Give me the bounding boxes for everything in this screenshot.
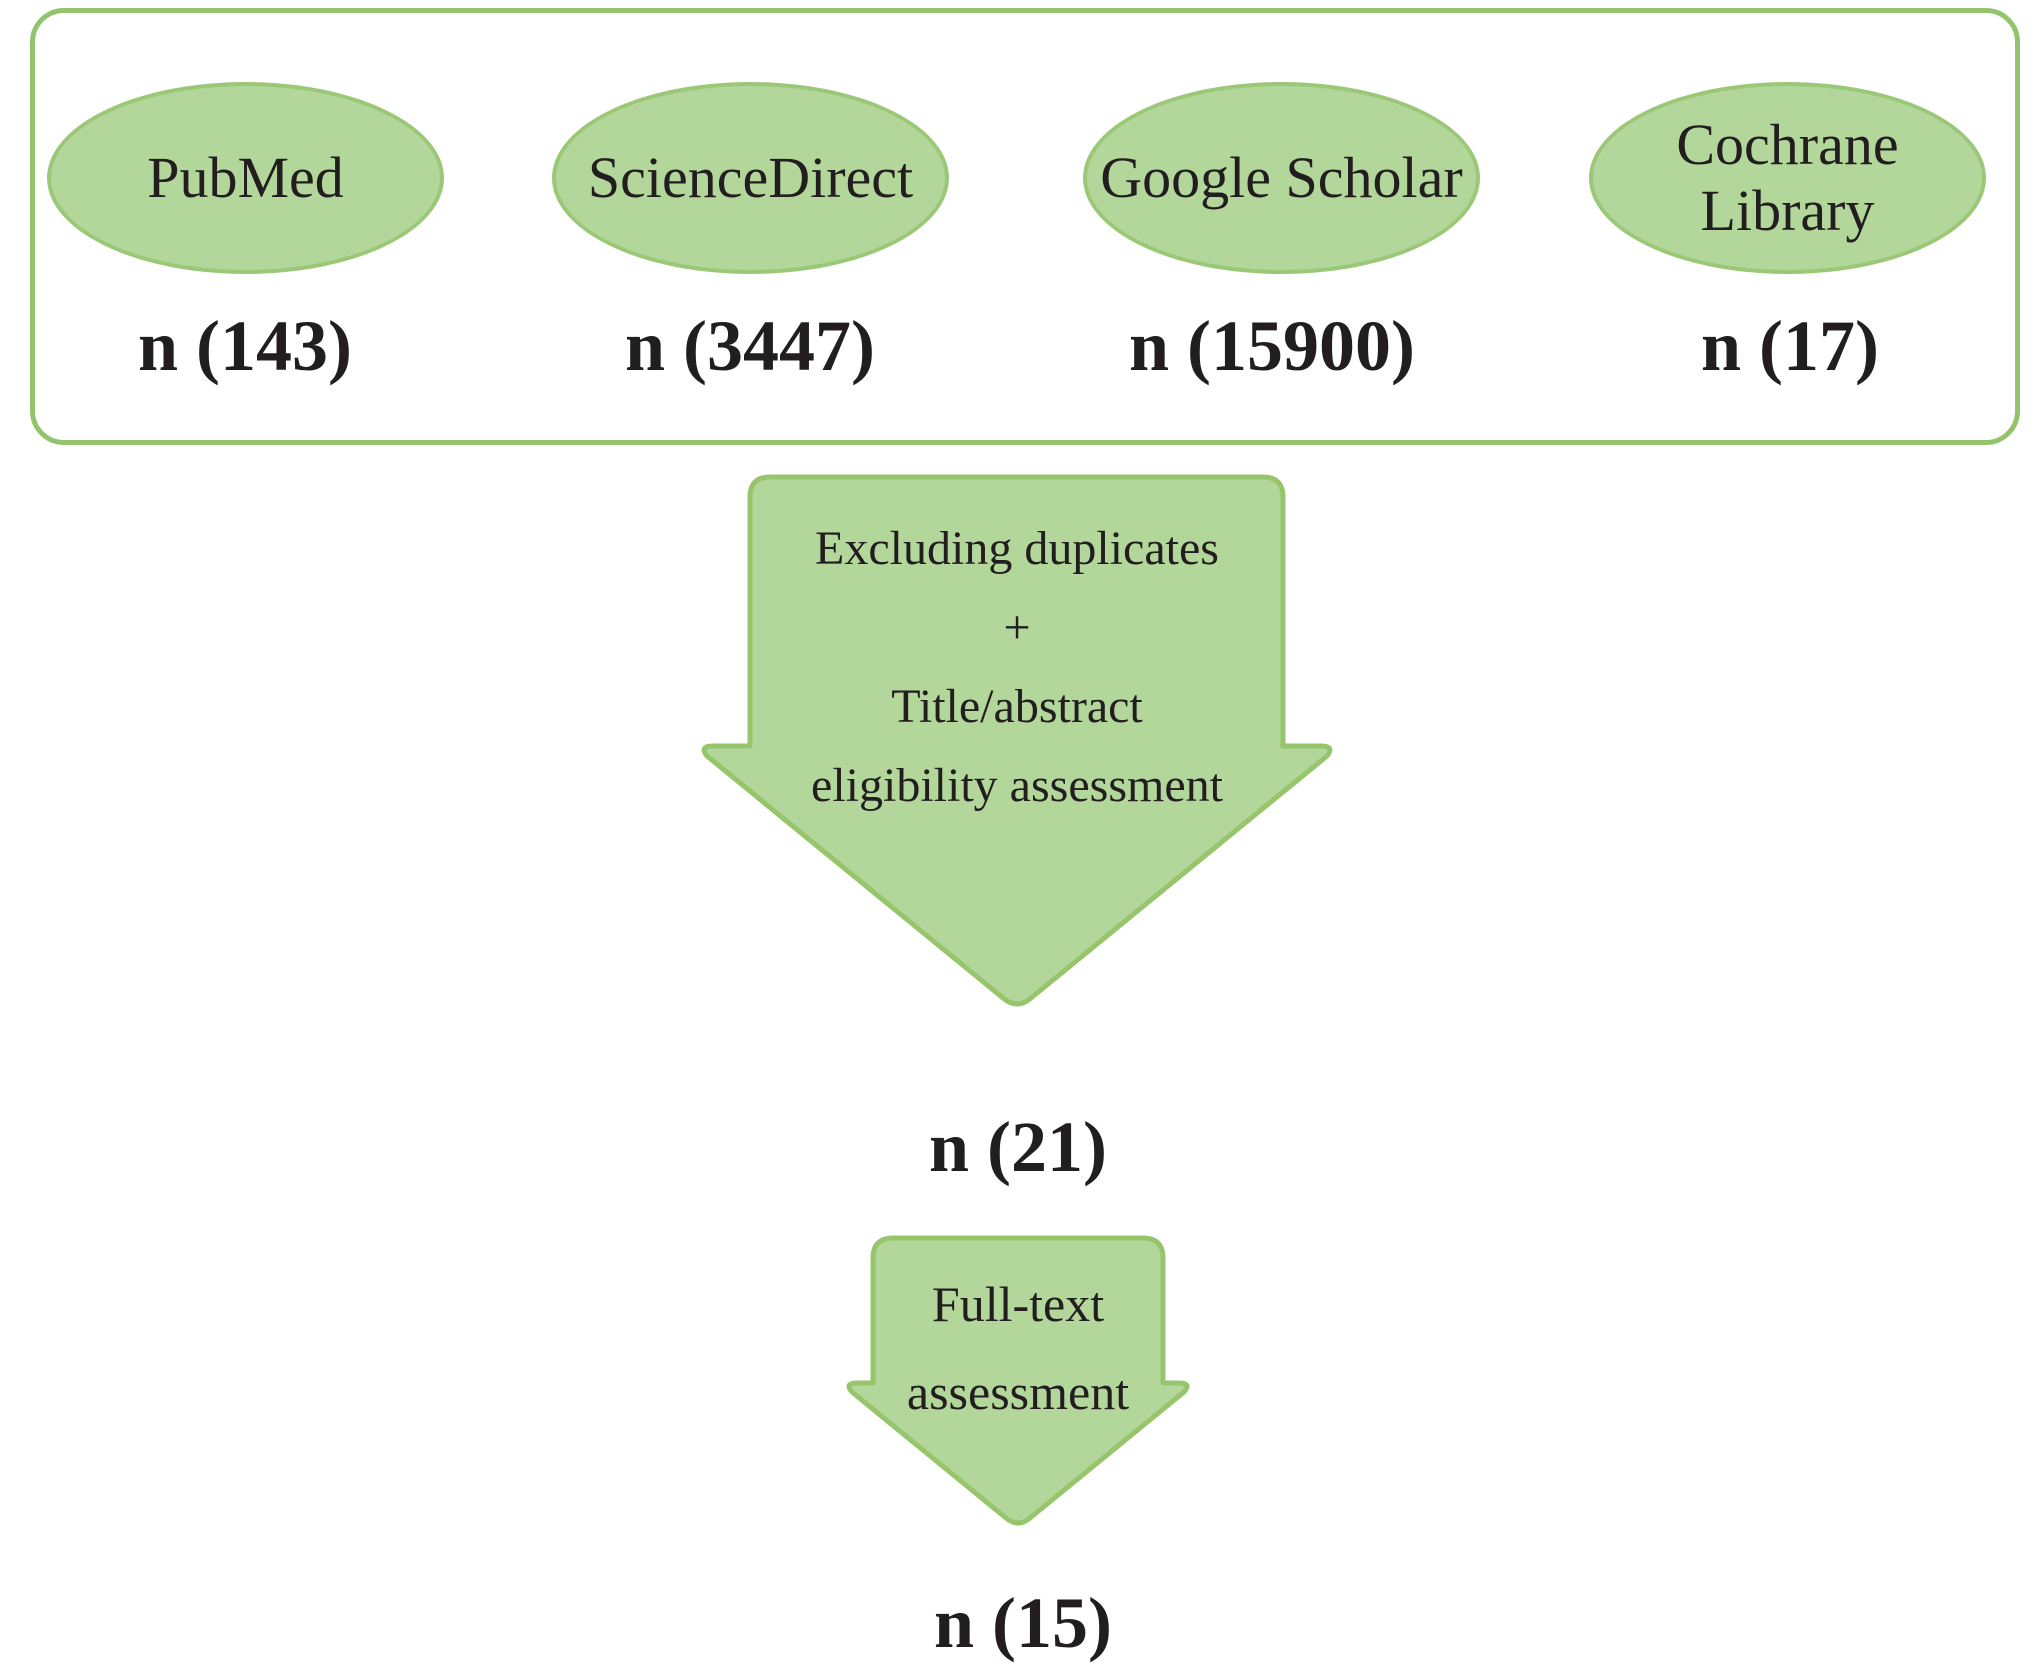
source-label-pubmed: PubMed — [147, 145, 344, 210]
source-count-cochrane-library: n (17) — [1701, 306, 1879, 386]
screening-arrow-line4: eligibility assessment — [811, 759, 1223, 812]
source-count-google-scholar: n (15900) — [1129, 306, 1415, 386]
fulltext-arrow-line1: Full-text — [931, 1276, 1105, 1332]
source-count-pubmed: n (143) — [138, 306, 352, 386]
down-arrow-screening-icon — [701, 474, 1333, 1007]
source-ellipse-google-scholar: Google Scholar — [1083, 82, 1480, 274]
source-ellipse-pubmed: PubMed — [47, 82, 444, 274]
fulltext-arrow-text: Full-text assessment — [873, 1260, 1163, 1436]
screening-arrow-line1: Excluding duplicates — [815, 522, 1219, 575]
source-count-sciencedirect: n (3447) — [625, 306, 875, 386]
fulltext-arrow-line2: assessment — [906, 1364, 1130, 1420]
screening-arrow-line3: Title/abstract — [891, 680, 1143, 733]
source-label-google-scholar: Google Scholar — [1100, 145, 1463, 210]
source-label-sciencedirect: ScienceDirect — [587, 145, 914, 210]
screening-arrow-text: Excluding duplicates + Title/abstract el… — [750, 509, 1284, 825]
fulltext-result-count: n (15) — [934, 1583, 1112, 1663]
screening-arrow-line2: + — [1003, 601, 1031, 654]
down-arrow-fulltext-icon — [846, 1235, 1190, 1526]
screening-result-count: n (21) — [929, 1107, 1107, 1187]
source-ellipse-sciencedirect: ScienceDirect — [552, 82, 949, 274]
source-label-cochrane-library: Cochrane Library — [1676, 112, 1899, 243]
source-ellipse-cochrane-library: Cochrane Library — [1589, 82, 1986, 274]
